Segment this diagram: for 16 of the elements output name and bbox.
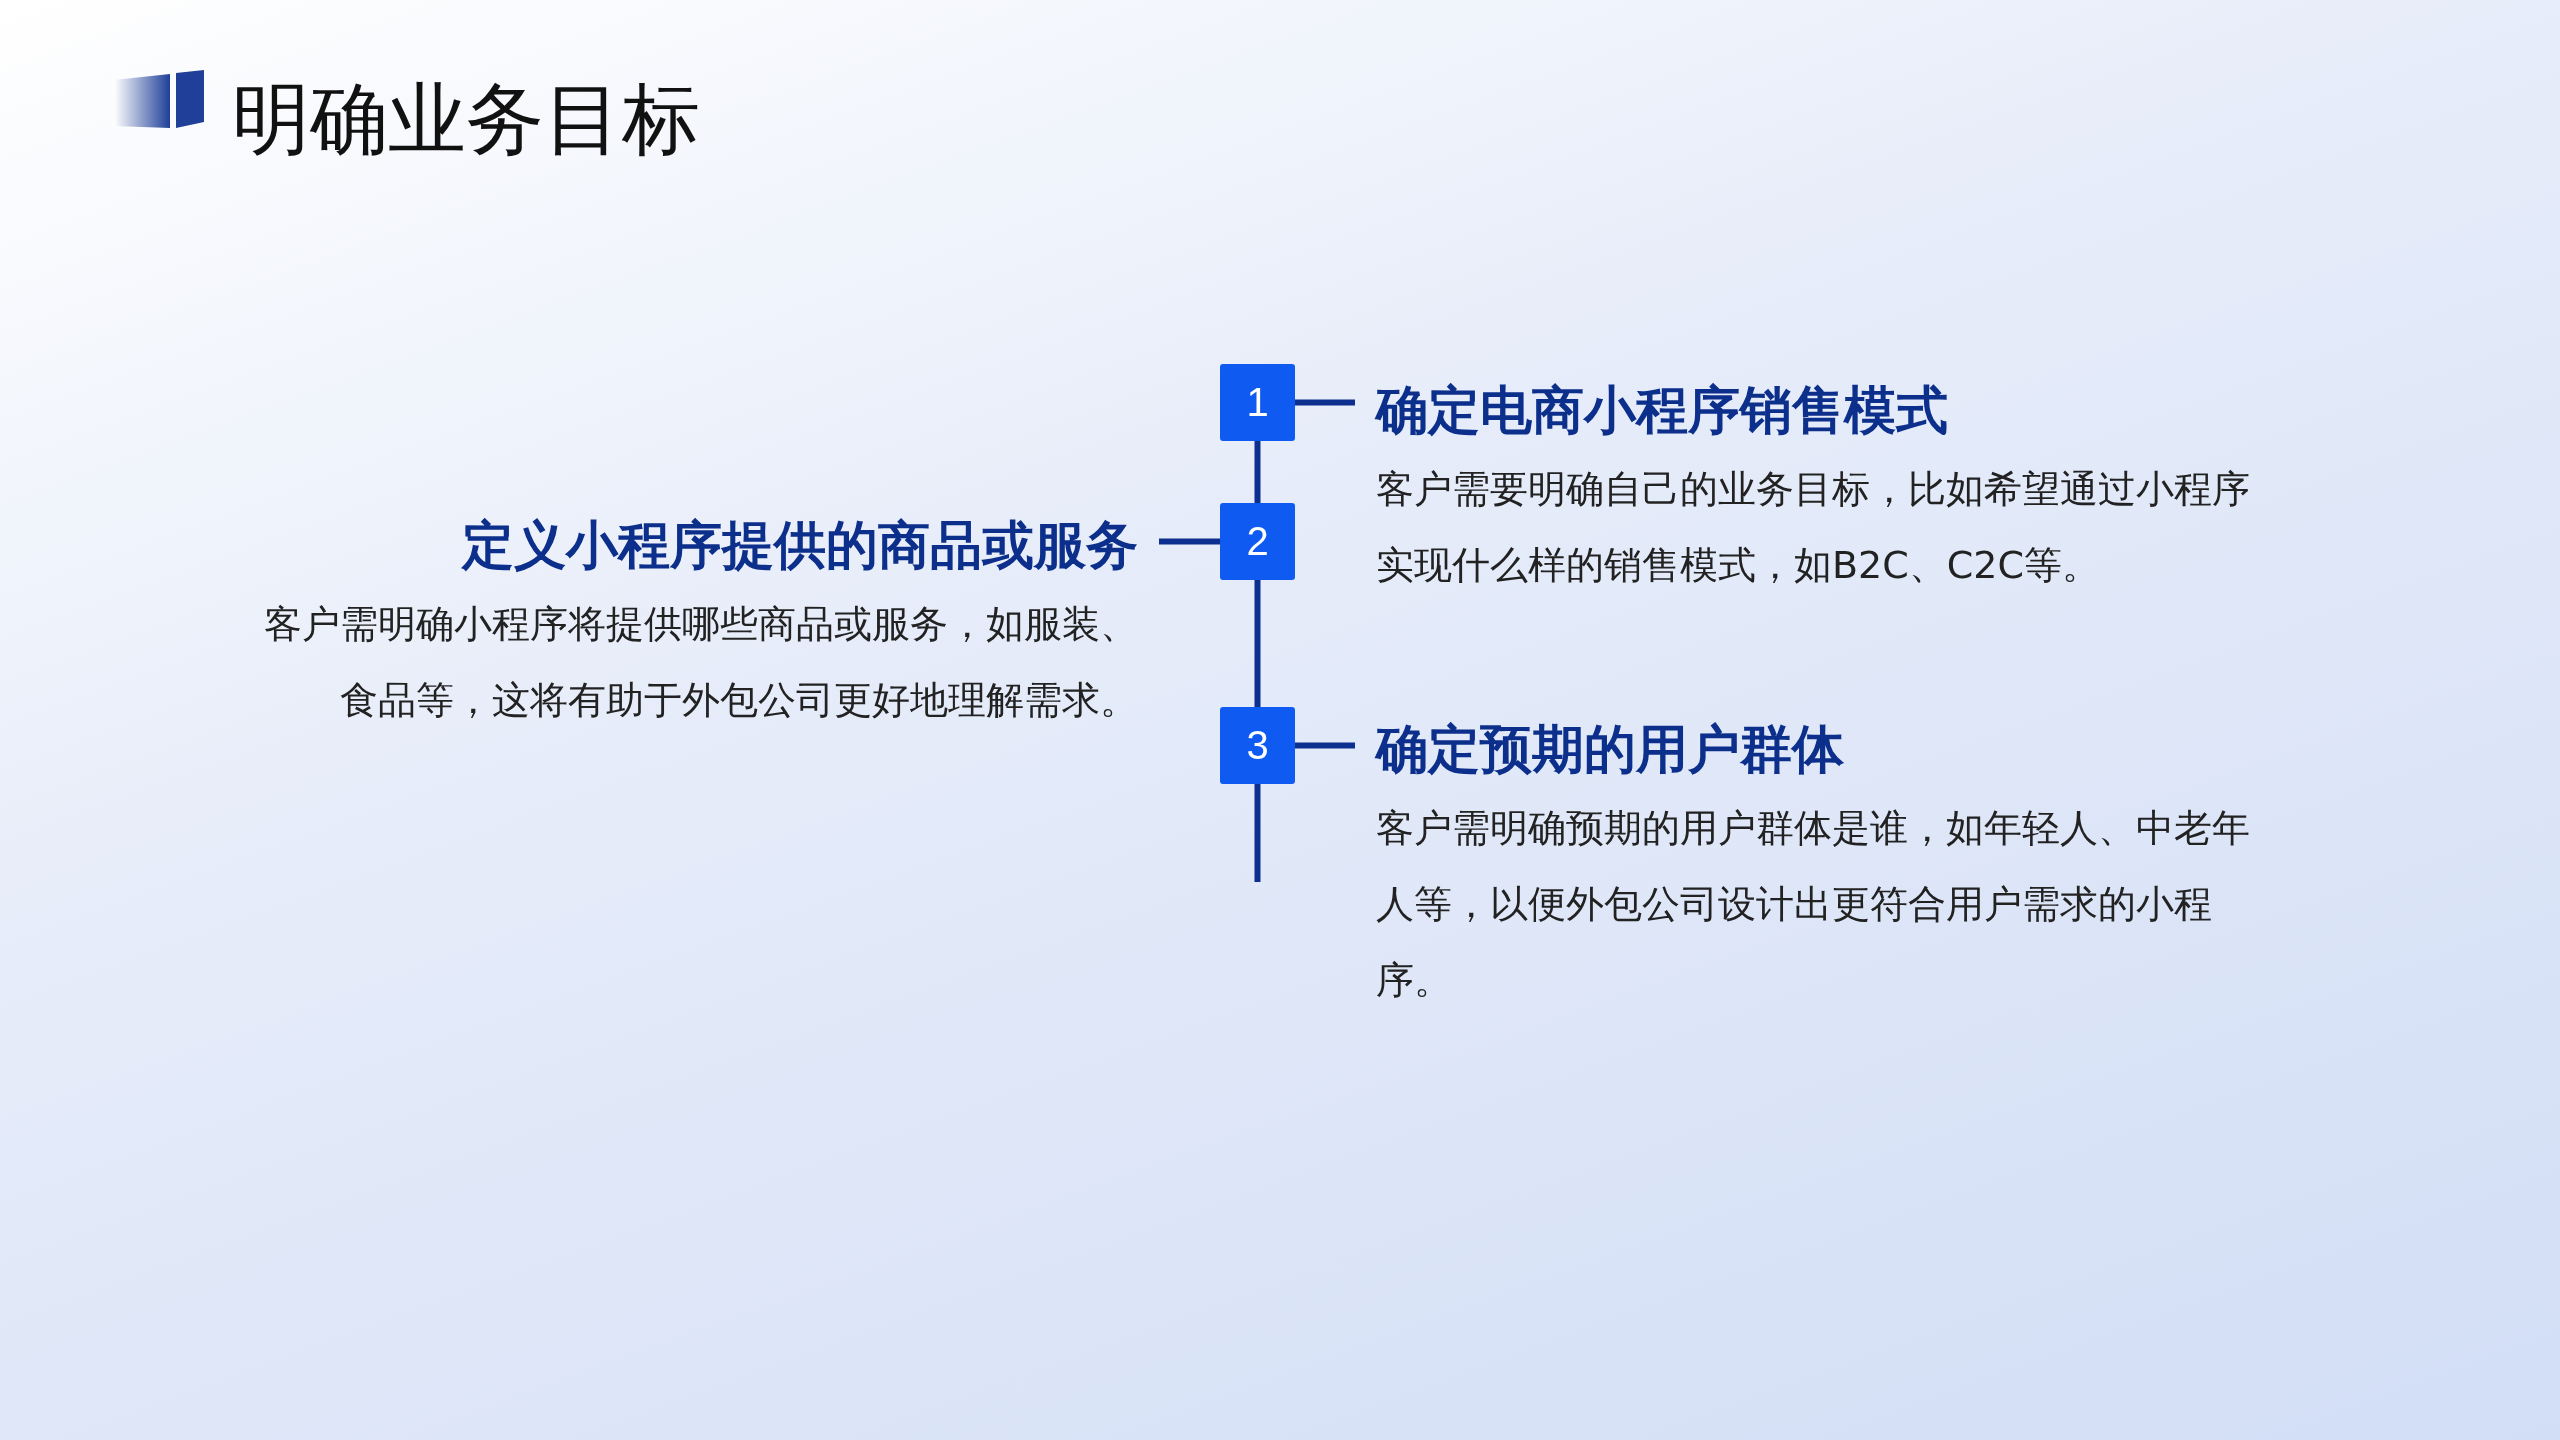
description: 客户需明确小程序将提供哪些商品或服务，如服装、食品等，这将有助于外包公司更好地理解需求。 — [263, 601, 1138, 724]
heading: 确定预期的用户群体 — [1376, 718, 1845, 781]
connector-line — [1254, 784, 1261, 882]
description: 客户需要明确自己的业务目标，比如希望通过小程序实现什么样的销售模式，如B2C、C2C等。 — [1376, 466, 2251, 589]
title: 明确业务目标 — [232, 73, 700, 166]
number-badge: 2 — [1220, 503, 1295, 580]
connector-line — [1159, 538, 1220, 545]
connector-line — [1295, 742, 1355, 749]
connector-line — [1254, 441, 1261, 503]
connector-line — [1295, 399, 1355, 406]
heading: 定义小程序提供的商品或服务 — [460, 514, 1138, 577]
heading: 确定电商小程序销售模式 — [1376, 379, 1949, 442]
number-badge: 3 — [1220, 707, 1295, 784]
number-badge: 1 — [1220, 364, 1295, 441]
description: 客户需明确预期的用户群体是谁，如年轻人、中老年人等，以便外包公司设计出更符合用户需求的小程序。 — [1376, 805, 2251, 1004]
connector-line — [1254, 580, 1261, 707]
